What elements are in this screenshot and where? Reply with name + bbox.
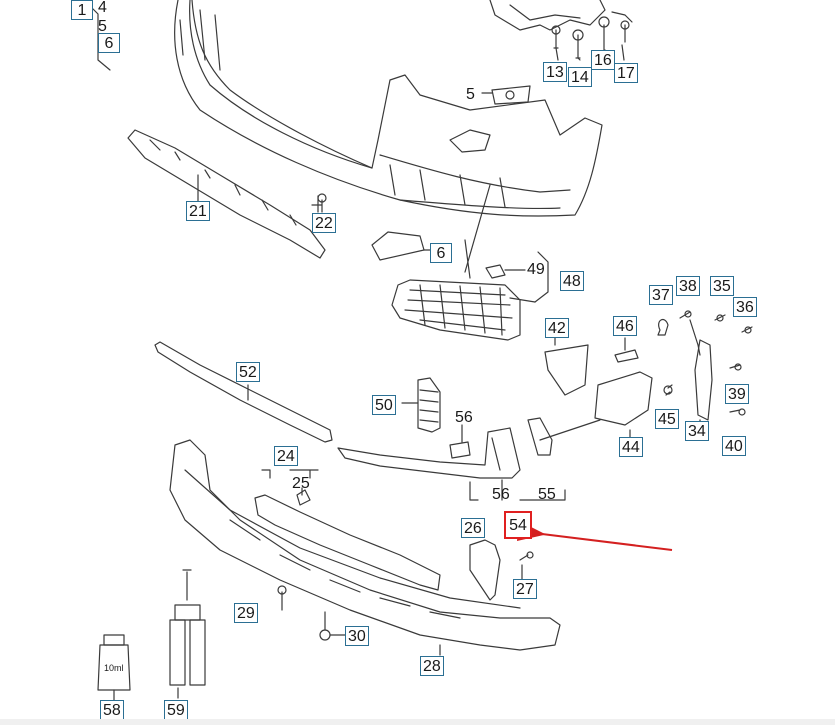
callout-6[interactable]: 6: [430, 243, 452, 263]
callout-54-highlighted[interactable]: 54: [504, 511, 532, 539]
callout-56: 56: [492, 486, 510, 503]
callout-46[interactable]: 46: [613, 316, 637, 336]
callout-28[interactable]: 28: [420, 656, 444, 676]
callout-1[interactable]: 1: [71, 0, 93, 20]
part-54-trim: [337, 427, 521, 479]
part-48-grille: [391, 279, 521, 341]
part-21-strip: [127, 129, 326, 259]
callout-40[interactable]: 40: [722, 436, 746, 456]
part-34-bracket: [694, 339, 713, 421]
callout-21[interactable]: 21: [186, 201, 210, 221]
callout-55: 55: [538, 486, 556, 503]
callout-5: 5: [466, 86, 475, 103]
callout-29[interactable]: 29: [234, 603, 258, 623]
part-44-bracket: [594, 371, 653, 426]
callout-56-upper: 56: [455, 409, 473, 426]
callout-17[interactable]: 17: [614, 63, 638, 83]
bottom-rule: [0, 719, 835, 725]
callout-16[interactable]: 16: [591, 50, 615, 70]
callout-37[interactable]: 37: [649, 285, 673, 305]
part-55-insert: [527, 417, 553, 456]
callout-22[interactable]: 22: [312, 213, 336, 233]
callout-24[interactable]: 24: [274, 446, 298, 466]
callout-36[interactable]: 36: [733, 297, 757, 317]
part-42-bracket: [544, 344, 589, 396]
callout-48[interactable]: 48: [560, 271, 584, 291]
callout-35[interactable]: 35: [710, 276, 734, 296]
callout-30[interactable]: 30: [345, 626, 369, 646]
callout-59[interactable]: 59: [164, 700, 188, 720]
callout-25: 25: [292, 475, 310, 492]
callout-14[interactable]: 14: [568, 67, 592, 87]
callout-6-top[interactable]: 6: [98, 33, 120, 53]
callout-58[interactable]: 58: [100, 700, 124, 720]
top-bracket: [489, 0, 606, 31]
part-28-spoiler: [169, 439, 561, 651]
bumper-cover: [174, 0, 603, 217]
part-24-strip: [254, 494, 441, 591]
callout-27[interactable]: 27: [513, 579, 537, 599]
part-59-cartridge: [169, 619, 206, 686]
callout-39[interactable]: 39: [725, 384, 749, 404]
callout-26[interactable]: 26: [461, 518, 485, 538]
part-5-cover: [491, 85, 531, 105]
tow-hook-cover-opening: [449, 129, 491, 153]
callout-52[interactable]: 52: [236, 362, 260, 382]
callout-42[interactable]: 42: [545, 318, 569, 338]
red-arrow-icon: [516, 521, 673, 551]
callout-4: 4: [98, 0, 107, 16]
part-50-mesh: [417, 377, 441, 433]
part-6-tow-cover: [371, 231, 425, 261]
callout-49: 49: [527, 261, 545, 278]
part-26-bracket: [469, 539, 501, 601]
callout-50[interactable]: 50: [372, 395, 396, 415]
callout-38[interactable]: 38: [676, 276, 700, 296]
callout-5-top: 5: [98, 18, 107, 35]
callout-44[interactable]: 44: [619, 437, 643, 457]
callout-45[interactable]: 45: [655, 409, 679, 429]
bottle-label: 10ml: [104, 663, 124, 673]
part-52-strip: [154, 341, 333, 443]
callout-34[interactable]: 34: [685, 421, 709, 441]
callout-13[interactable]: 13: [543, 62, 567, 82]
